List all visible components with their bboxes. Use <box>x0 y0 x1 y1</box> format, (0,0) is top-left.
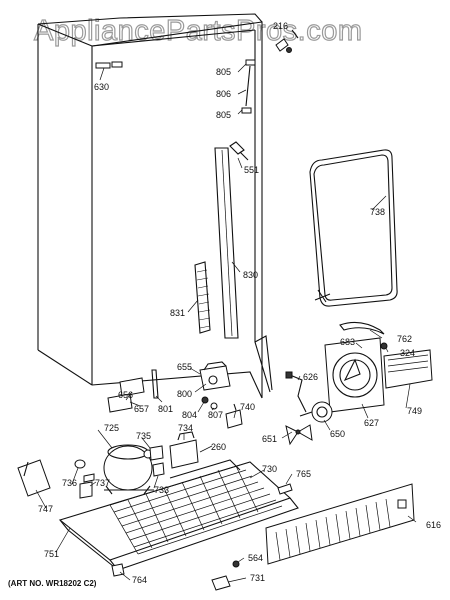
small-fasteners <box>111 560 240 591</box>
label-655: 655 <box>177 362 192 372</box>
label-749: 749 <box>407 406 422 416</box>
fan-blade <box>285 424 313 446</box>
label-831: 831 <box>170 308 185 318</box>
label-751: 751 <box>44 549 59 559</box>
label-735: 735 <box>136 431 151 441</box>
terminal-cover <box>17 459 51 497</box>
label-804: 804 <box>182 410 197 420</box>
defrost-heater-loop <box>309 149 398 307</box>
label-657: 657 <box>134 404 149 414</box>
part-number-labels: 630 216 805 806 805 551 738 830 831 762 … <box>38 21 441 585</box>
label-216: 216 <box>273 21 288 31</box>
evaporator-fan-assembly <box>324 321 433 413</box>
clip-765 <box>277 483 293 495</box>
label-324: 324 <box>400 348 415 358</box>
label-551: 551 <box>244 165 259 175</box>
rear-access-grille <box>265 483 415 565</box>
compressor-electrical-parts <box>74 445 165 499</box>
label-764: 764 <box>132 575 147 585</box>
label-731: 731 <box>250 573 265 583</box>
leader-lines <box>35 63 417 583</box>
label-626: 626 <box>303 372 318 382</box>
label-762: 762 <box>397 334 412 344</box>
capacitor-bracket <box>169 431 199 469</box>
label-564: 564 <box>248 553 263 563</box>
cabinet-body <box>37 13 273 399</box>
label-801: 801 <box>158 404 173 414</box>
top-hinge-parts <box>241 29 299 114</box>
label-736: 736 <box>62 478 77 488</box>
valve-and-tube-parts <box>107 361 243 429</box>
label-765: 765 <box>296 469 311 479</box>
label-651: 651 <box>262 434 277 444</box>
label-734: 734 <box>178 423 193 433</box>
compressor <box>103 444 154 495</box>
drain-trough <box>214 141 249 339</box>
label-738: 738 <box>370 207 385 217</box>
label-747: 747 <box>38 504 53 514</box>
label-800: 800 <box>177 389 192 399</box>
art-number: (ART NO. WR18202 C2) <box>8 579 97 588</box>
label-806: 806 <box>216 89 231 99</box>
label-730: 730 <box>262 464 277 474</box>
label-807: 807 <box>208 410 223 420</box>
label-260: 260 <box>211 442 226 452</box>
label-683: 683 <box>340 337 355 347</box>
label-805-top: 805 <box>216 67 231 77</box>
condenser-coil <box>109 459 283 555</box>
label-650: 650 <box>330 429 345 439</box>
fan-motor <box>299 401 333 423</box>
label-627: 627 <box>364 418 379 428</box>
label-737: 737 <box>95 478 110 488</box>
label-616: 616 <box>426 520 441 530</box>
label-830: 830 <box>243 270 258 280</box>
wire-harness <box>285 371 307 413</box>
heater-strip <box>194 261 211 334</box>
label-740: 740 <box>240 402 255 412</box>
label-630: 630 <box>94 82 109 92</box>
label-805-bottom: 805 <box>216 110 231 120</box>
label-656: 656 <box>118 390 133 400</box>
label-725: 725 <box>104 423 119 433</box>
label-733: 733 <box>154 485 169 495</box>
